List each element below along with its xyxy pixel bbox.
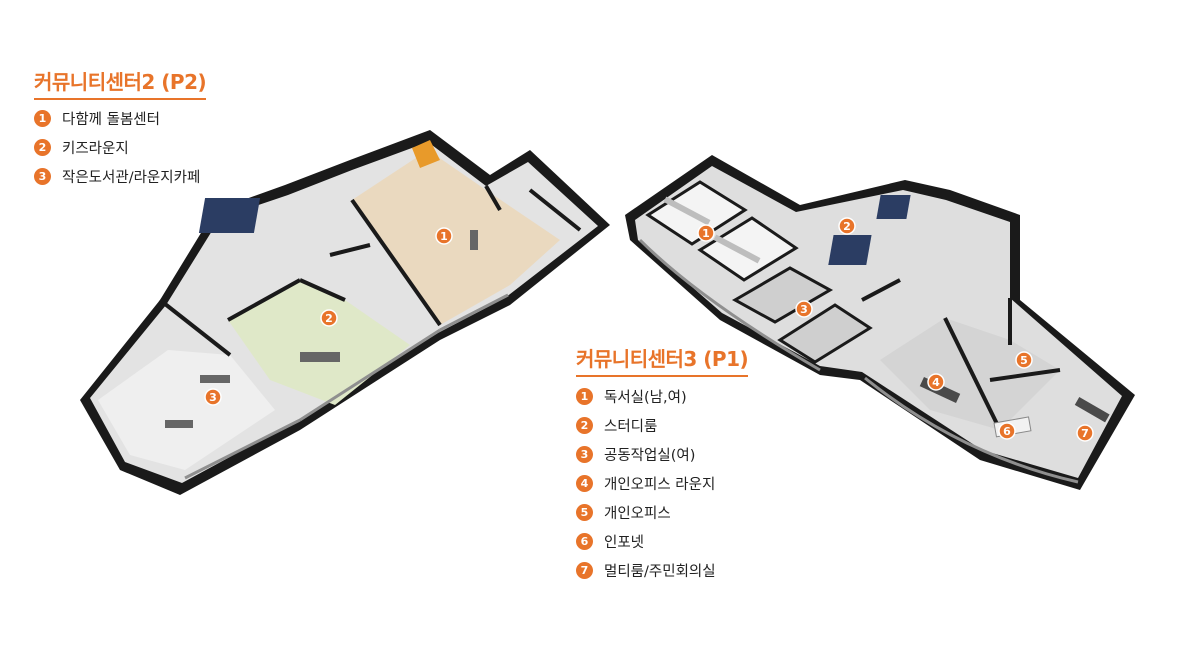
svg-text:3: 3 [209, 391, 217, 404]
number-badge: 2 [576, 417, 593, 434]
svg-text:7: 7 [1081, 427, 1089, 440]
svg-text:2: 2 [325, 312, 333, 325]
number-badge: 5 [576, 504, 593, 521]
svg-text:6: 6 [1003, 425, 1011, 438]
map-marker-p1-7: 7 [1076, 424, 1094, 442]
map-marker-p1-3: 3 [795, 300, 813, 318]
svg-text:2: 2 [843, 220, 851, 233]
legend-item: 7 멀티룸/주민회의실 [576, 556, 716, 585]
legend-label: 키즈라운지 [62, 141, 129, 157]
legend-item: 5 개인오피스 [576, 498, 716, 527]
legend-label: 독서실(남,여) [604, 390, 687, 406]
svg-text:5: 5 [1020, 354, 1028, 367]
floor-plan-p2: 1 2 3 [80, 130, 610, 495]
svg-text:4: 4 [932, 376, 940, 389]
legend-item: 3 공동작업실(여) [576, 440, 716, 469]
legend-label: 스터디룸 [604, 419, 658, 435]
map-marker-p2-1: 1 [435, 227, 453, 245]
legend-item: 1 다함께 돌봄센터 [34, 104, 200, 133]
p2-title: 커뮤니티센터2 (P2) [34, 66, 207, 100]
number-badge: 1 [576, 388, 593, 405]
map-marker-p2-3: 3 [204, 388, 222, 406]
map-marker-p1-6: 6 [998, 422, 1016, 440]
legend-item: 2 스터디룸 [576, 411, 716, 440]
svg-text:3: 3 [800, 303, 808, 316]
number-badge: 3 [34, 168, 51, 185]
legend-label: 멀티룸/주민회의실 [604, 564, 716, 580]
legend-label: 공동작업실(여) [604, 448, 696, 464]
map-marker-p1-1: 1 [697, 224, 715, 242]
number-badge: 1 [34, 110, 51, 127]
legend-item: 4 개인오피스 라운지 [576, 469, 716, 498]
map-marker-p1-5: 5 [1015, 351, 1033, 369]
number-badge: 2 [34, 139, 51, 156]
legend-label: 인포넷 [604, 535, 645, 551]
map-marker-p2-2: 2 [320, 309, 338, 327]
p3-legend: 1 독서실(남,여) 2 스터디룸 3 공동작업실(여) 4 개인오피스 라운지 5 개인… [576, 382, 716, 585]
number-badge: 7 [576, 562, 593, 579]
floor-plan-p1: 1 2 3 4 5 6 7 [625, 155, 1135, 490]
map-marker-p1-4: 4 [927, 373, 945, 391]
legend-item: 3 작은도서관/라운지카페 [34, 162, 200, 191]
legend-label: 다함께 돌봄센터 [62, 112, 160, 128]
legend-label: 개인오피스 라운지 [604, 477, 716, 493]
svg-text:1: 1 [440, 230, 448, 243]
legend-item: 2 키즈라운지 [34, 133, 200, 162]
legend-label: 개인오피스 [604, 506, 671, 522]
svg-text:1: 1 [702, 227, 710, 240]
legend-item: 6 인포넷 [576, 527, 716, 556]
p3-title: 커뮤니티센터3 (P1) [576, 343, 749, 377]
legend-item: 1 독서실(남,여) [576, 382, 716, 411]
map-marker-p1-2: 2 [838, 217, 856, 235]
number-badge: 3 [576, 446, 593, 463]
number-badge: 4 [576, 475, 593, 492]
legend-label: 작은도서관/라운지카페 [62, 170, 201, 186]
p2-legend: 1 다함께 돌봄센터 2 키즈라운지 3 작은도서관/라운지카페 [34, 104, 200, 191]
number-badge: 6 [576, 533, 593, 550]
